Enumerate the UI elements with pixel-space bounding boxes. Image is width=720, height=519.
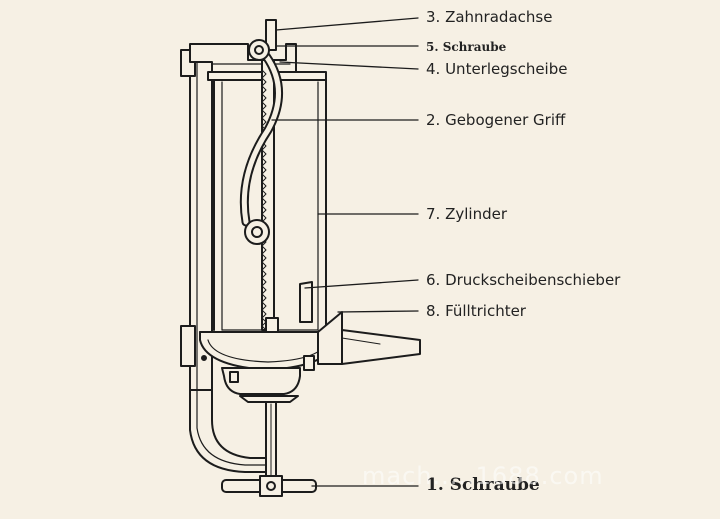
label-schraube-top: 5. Schraube bbox=[426, 40, 507, 54]
clamp-screw bbox=[221, 401, 317, 497]
label-griff: 2. Gebogener Griff bbox=[426, 111, 566, 129]
label-unterlegscheibe: 4. Unterlegscheibe bbox=[426, 60, 568, 78]
left-frame bbox=[180, 49, 276, 473]
label-zylinder: 7. Zylinder bbox=[426, 205, 507, 223]
label-schraube-bottom: 1. Schraube bbox=[426, 475, 540, 495]
watermark: mach.....1688.com bbox=[362, 462, 604, 490]
label-fulltrichter: 8. Fülltrichter bbox=[426, 302, 526, 320]
curved-handle bbox=[239, 39, 283, 245]
label-zahnradachse: 3. Zahnradachse bbox=[426, 8, 553, 26]
filling-funnel bbox=[317, 311, 421, 365]
label-druckscheibe: 6. Druckscheibenschieber bbox=[426, 271, 621, 289]
cylinder bbox=[213, 79, 327, 331]
leader-lines bbox=[271, 17, 419, 487]
